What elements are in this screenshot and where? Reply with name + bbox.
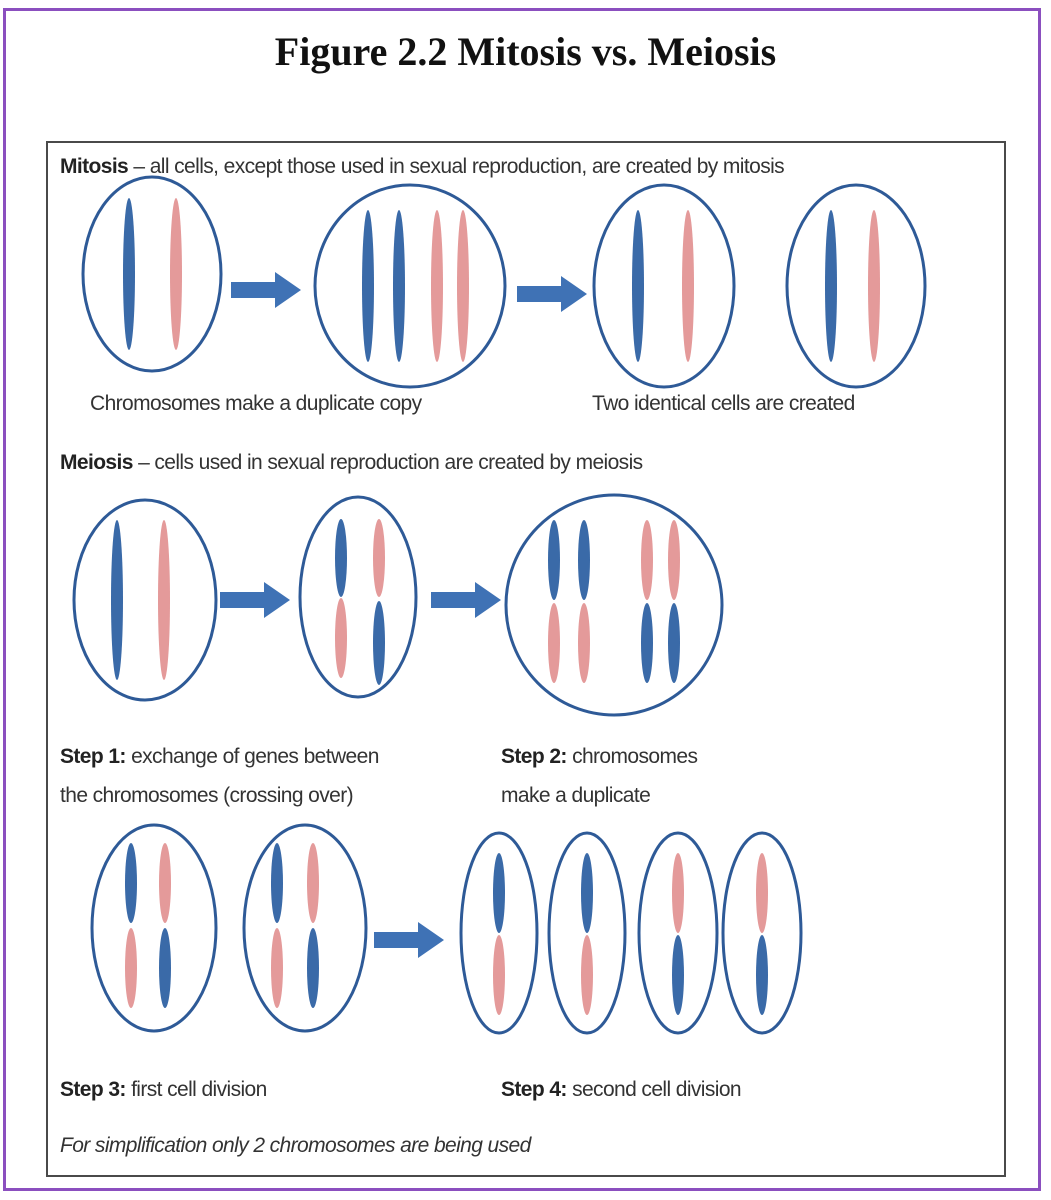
footnote: For simplification only 2 chromosomes ar…	[60, 1134, 531, 1157]
step1-line1: Step 1: exchange of genes between	[60, 745, 379, 769]
pink-chromosome	[682, 210, 694, 362]
step4-line: Step 4: second cell division	[501, 1078, 742, 1102]
mitosis-caption-duplicate: Chromosomes make a duplicate copy	[90, 392, 422, 415]
mitosis-daughter-cell-1	[592, 183, 736, 389]
step4-label: Step 4:	[501, 1078, 567, 1101]
pink-chromosome	[431, 210, 443, 362]
figure-title: Figure 2.2 Mitosis vs. Meiosis	[274, 29, 777, 74]
diagram-panel	[46, 141, 1006, 1177]
mitosis-cell-1	[81, 175, 223, 373]
blue-chromosome	[393, 210, 405, 362]
blue-chromosome	[123, 198, 135, 350]
pink-chromosome	[457, 210, 469, 362]
step3-text: first cell division	[125, 1078, 267, 1101]
mitosis-term: Mitosis	[60, 155, 129, 178]
meiosis-cell-duplicated	[504, 493, 724, 717]
mitosis-cell-duplicated	[313, 183, 507, 389]
meiosis-gamete-3	[637, 831, 719, 1035]
meiosis-description: – cells used in sexual reproduction are …	[132, 451, 643, 474]
meiosis-term: Meiosis	[60, 451, 133, 474]
meiosis-cell-1	[72, 498, 218, 702]
step2-text: chromosomes	[566, 745, 698, 768]
mitosis-caption-identical: Two identical cells are created	[592, 392, 855, 415]
pink-chromosome	[868, 210, 880, 362]
mitosis-description: – all cells, except those used in sexual…	[128, 155, 785, 178]
meiosis-gamete-2	[547, 831, 627, 1035]
meiosis-heading: Meiosis – cells used in sexual reproduct…	[60, 451, 643, 475]
blue-chromosome	[111, 520, 123, 680]
meiosis-first-division-cell-2	[242, 823, 368, 1033]
blue-chromosome	[632, 210, 644, 362]
step2-line2: make a duplicate	[501, 784, 651, 807]
meiosis-first-division-cell-1	[90, 823, 218, 1033]
arrow-icon	[374, 922, 444, 958]
pink-chromosome	[170, 198, 182, 350]
mitosis-heading: Mitosis – all cells, except those used i…	[60, 155, 785, 179]
arrow-icon	[517, 276, 587, 312]
blue-chromosome	[825, 210, 837, 362]
pink-chromosome	[158, 520, 170, 680]
step3-line: Step 3: first cell division	[60, 1078, 267, 1102]
step1-line2: the chromosomes (crossing over)	[60, 784, 354, 807]
mitosis-daughter-cell-2	[785, 183, 927, 389]
arrow-icon	[431, 582, 501, 618]
meiosis-cell-crossing-over	[298, 495, 418, 699]
step1-text: exchange of genes between	[125, 745, 379, 768]
step2-line1: Step 2: chromosomes	[501, 745, 698, 769]
step1-label: Step 1:	[60, 745, 126, 768]
step3-label: Step 3:	[60, 1078, 126, 1101]
meiosis-gamete-1	[459, 831, 539, 1035]
step2-label: Step 2:	[501, 745, 567, 768]
blue-chromosome	[362, 210, 374, 362]
arrow-icon	[220, 582, 290, 618]
arrow-icon	[231, 272, 301, 308]
step4-text: second cell division	[566, 1078, 742, 1101]
meiosis-gamete-4	[721, 831, 803, 1035]
